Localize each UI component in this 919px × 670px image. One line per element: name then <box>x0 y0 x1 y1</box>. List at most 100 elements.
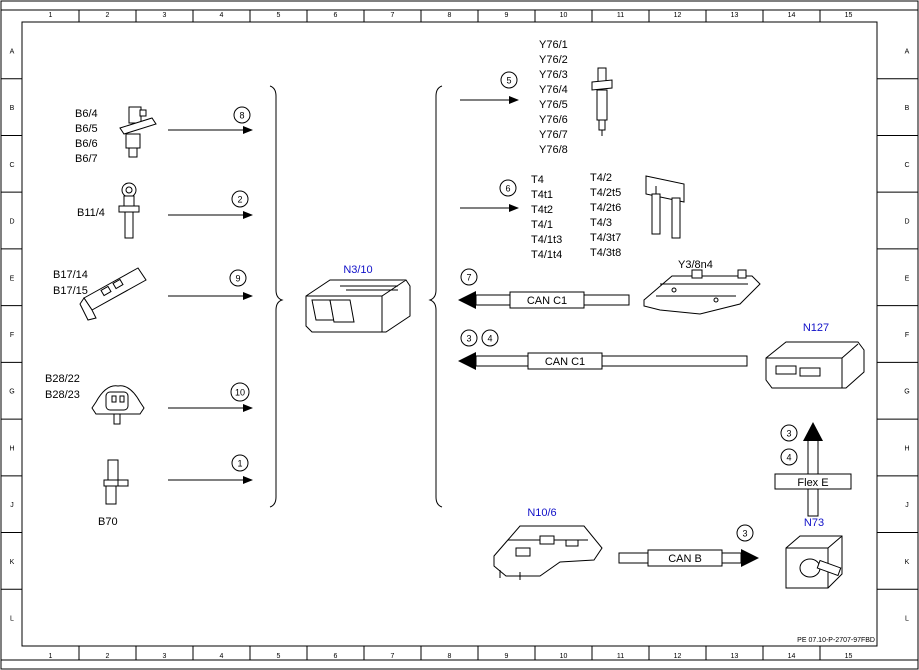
signal-circle <box>231 190 249 208</box>
drawing-number: PE 07.10-P-2707-97FBD <box>797 637 875 644</box>
input-intake-air-temp-sensors: B17/14 B17/15 9 <box>53 267 253 321</box>
grid-label: H <box>904 445 909 452</box>
signal-circle <box>460 329 478 347</box>
pressure-sensor-icon <box>91 385 145 425</box>
grid-label: 7 <box>391 653 395 660</box>
transmission-control-unit-icon <box>643 269 761 315</box>
input-label: B70 <box>98 516 118 528</box>
grid-label: 9 <box>505 653 509 660</box>
input-label: B6/7 <box>75 153 98 165</box>
glow-plug-label: T4/1t4 <box>531 249 562 261</box>
grid-label: 12 <box>674 653 682 660</box>
grid-label: 2 <box>106 12 110 19</box>
glow-plug-label: T4/3t7 <box>590 232 621 244</box>
glow-plug-label: T4/3t8 <box>590 247 621 259</box>
grid-label: J <box>905 502 909 509</box>
glow-plug-label: T4/2t6 <box>590 202 621 214</box>
input-label: B11/4 <box>77 207 105 219</box>
grid-label: 14 <box>788 653 796 660</box>
powertrain-control-unit-icon <box>765 341 865 389</box>
arrowhead-right-icon <box>741 549 759 567</box>
grid-label: 3 <box>163 12 167 19</box>
bus-label: CAN B <box>668 553 702 565</box>
input-label: B28/23 <box>45 389 80 401</box>
crankshaft-sensor-icon <box>103 459 129 505</box>
flex-e-connection: Flex E 3 4 <box>774 422 852 517</box>
ignition-switch-icon <box>785 535 843 589</box>
signal-number: 2 <box>237 195 242 205</box>
sam-control-unit-icon <box>493 525 603 580</box>
glow-plug-label: T4 <box>531 174 544 186</box>
signal-circle <box>736 524 754 542</box>
signal-circle <box>231 454 249 472</box>
signal-number: 9 <box>235 274 240 284</box>
glow-plug-label: T4/2 <box>590 172 612 184</box>
injector-label: Y76/8 <box>539 144 568 156</box>
grid-label: 8 <box>448 653 452 660</box>
grid-label: A <box>905 48 910 55</box>
coolant-temp-sensor-icon <box>118 182 140 239</box>
grid-label: 5 <box>277 12 281 19</box>
input-label: B6/4 <box>75 108 98 120</box>
arrowhead-left-icon <box>458 352 476 370</box>
bus-line <box>475 355 748 367</box>
injector-label: Y76/4 <box>539 84 568 96</box>
component-label: N127 <box>803 322 829 334</box>
camshaft-sensor-icon <box>119 106 157 158</box>
injector-label: Y76/7 <box>539 129 568 141</box>
grid-label: 12 <box>674 12 682 19</box>
grid-label: K <box>905 559 910 566</box>
bus-label-box <box>527 352 603 370</box>
grid-label: 4 <box>220 653 224 660</box>
input-brace <box>269 85 284 508</box>
grid-label: 2 <box>106 653 110 660</box>
grid-label: G <box>9 389 14 396</box>
grid-label: 4 <box>220 12 224 19</box>
bus-label-box <box>774 473 852 490</box>
grid-label: H <box>9 445 14 452</box>
output-can-c1-powertrain: 3 4 CAN C1 N127 <box>458 322 865 389</box>
signal-number: 10 <box>235 388 245 398</box>
signal-number: 3 <box>742 529 747 539</box>
grid-label: D <box>9 219 14 226</box>
output-brace <box>428 85 443 508</box>
grid-label: 8 <box>448 12 452 19</box>
signal-circle <box>233 106 251 124</box>
grid-label: 10 <box>560 12 568 19</box>
glow-plug-label: T4/3 <box>590 217 612 229</box>
grid-label: A <box>10 48 15 55</box>
grid-label: 9 <box>505 12 509 19</box>
grid-label: B <box>905 105 910 112</box>
grid-label: F <box>10 332 14 339</box>
signal-circle <box>780 448 798 466</box>
glow-plug-icon <box>645 175 685 239</box>
input-label: B17/14 <box>53 269 88 281</box>
grid-label: 15 <box>845 12 853 19</box>
glow-plug-label: T4t2 <box>531 204 553 216</box>
grid-label: J <box>10 502 14 509</box>
signal-circle <box>481 329 499 347</box>
output-glow-plugs: 6 T4 T4t1 T4t2 T4/1 T4/1t3 T4/1t4 T4/2 T… <box>460 172 685 261</box>
signal-circle <box>229 269 247 287</box>
injector-label: Y76/2 <box>539 54 568 66</box>
signal-circle <box>230 382 250 402</box>
component-label: N73 <box>804 517 824 529</box>
input-label: B28/22 <box>45 373 80 385</box>
grid-label: L <box>10 616 14 623</box>
glow-plug-label: T4/1t3 <box>531 234 562 246</box>
signal-number: 1 <box>237 459 242 469</box>
bus-label: Flex E <box>797 477 828 489</box>
injector-label: Y76/3 <box>539 69 568 81</box>
control-unit-label: N3/10 <box>343 264 372 276</box>
grid-label: F <box>905 332 909 339</box>
signal-number: 5 <box>506 76 511 86</box>
bus-label: CAN C1 <box>527 295 567 307</box>
input-coolant-temp-sensor: B11/4 2 <box>77 182 253 239</box>
input-label: B6/6 <box>75 138 98 150</box>
grid-label: L <box>905 616 909 623</box>
